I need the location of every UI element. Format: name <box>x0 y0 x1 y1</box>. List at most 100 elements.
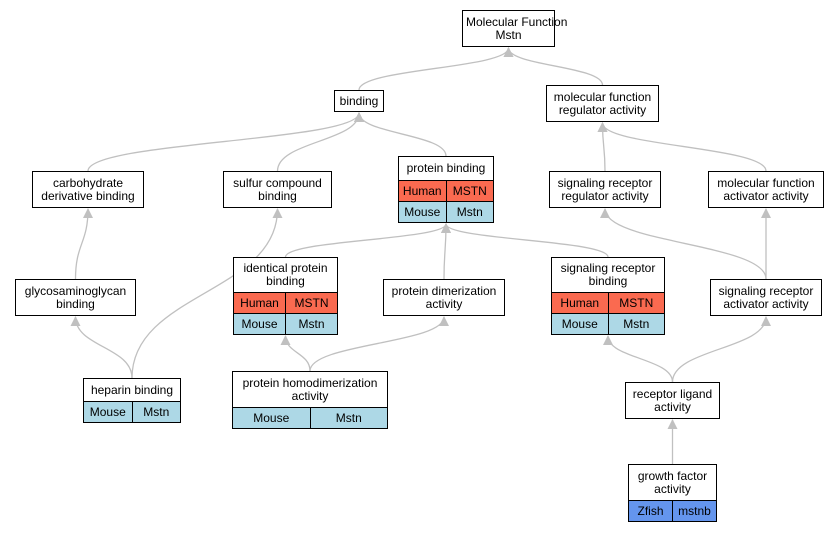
species-cell: Mouse <box>552 314 608 334</box>
gene-cell: MSTN <box>607 293 664 313</box>
species-cell: Zfish <box>629 501 672 521</box>
go-term-label-line: binding <box>266 274 305 288</box>
gene-cell: Mstn <box>309 408 387 428</box>
go-term-label-line: carbohydrate <box>52 175 124 190</box>
species-cell: Mouse <box>84 402 132 422</box>
go-term-label-line: activity <box>425 296 463 311</box>
edge-protein-to-binding <box>354 112 447 157</box>
species-cell: Human <box>234 293 285 313</box>
go-term-label: protein binding <box>399 157 493 180</box>
go-term-label: binding <box>335 91 383 111</box>
go-term-label-line: derivative binding <box>41 188 135 203</box>
gene-cell: MSTN <box>445 181 493 201</box>
go-term-label-line: activity <box>654 399 691 414</box>
edge-carb-to-binding <box>87 112 364 172</box>
go-term-label-line: sulfur compound <box>233 175 322 190</box>
go-term-label-line: Mstn <box>495 27 522 42</box>
edge-sigbind-to-protein <box>441 223 609 258</box>
edge-homodimer-to-dimer <box>309 316 449 372</box>
edge-sulfur-to-binding <box>276 112 364 172</box>
go-term-binding[interactable]: binding <box>334 90 384 112</box>
edge-ident-to-protein <box>284 223 451 258</box>
go-term-label-line: molecular function <box>717 175 815 190</box>
go-term-label-line: binding <box>56 296 95 311</box>
go-term-label-line: binding <box>258 188 297 203</box>
go-term-label-line: molecular function <box>553 89 652 104</box>
edge-heparin-to-sulfur <box>131 208 283 379</box>
species-cell: Mouse <box>399 202 446 222</box>
go-term-label-line: activator activity <box>723 296 809 311</box>
gene-cell: Mstn <box>445 202 493 222</box>
go-term-label-line: protein dimerization <box>391 283 497 298</box>
gene-cell: mstnb <box>672 501 716 521</box>
go-term-label-line: protein homodimerization <box>242 375 378 390</box>
go-term-label-line: heparin binding <box>90 382 174 397</box>
go-term-label-line: binding <box>339 93 379 108</box>
go-term-label-line: binding <box>588 274 628 288</box>
go-term-label-line: signaling receptor <box>557 175 653 190</box>
edge-dimer-to-protein <box>440 223 451 280</box>
edge-heparin-to-gag <box>70 316 133 379</box>
gene-cell: Mstn <box>607 314 664 334</box>
edge-gag-to-carb <box>74 208 93 280</box>
go-term-label-line: signaling receptor <box>718 283 814 298</box>
go-term-label-line: Molecular Function <box>466 14 568 29</box>
go-term-label-line: identical protein <box>243 261 328 275</box>
edge-ligand-to-sigact <box>671 316 771 383</box>
gene-cell: MSTN <box>285 293 337 313</box>
species-cell: Mouse <box>233 408 310 428</box>
go-term-label: heparin binding <box>84 379 180 401</box>
go-term-label-line: receptor ligand <box>632 386 713 401</box>
go-term-label-line: glycosaminoglycan <box>24 283 127 298</box>
go-term-label-line: growth factor <box>637 468 708 483</box>
edge-ligand-to-sigbind <box>603 335 674 383</box>
edge-sigact-to-sigreg <box>600 208 767 280</box>
edge-homodimer-to-ident <box>280 335 311 372</box>
go-term-label-line: regulator activity <box>561 188 649 203</box>
edge-mfact-to-mfreg <box>597 122 767 172</box>
go-term-label-line: signaling receptor <box>560 261 656 275</box>
edge-sigreg-to-mfreg <box>597 122 608 172</box>
species-cell: Human <box>552 293 608 313</box>
